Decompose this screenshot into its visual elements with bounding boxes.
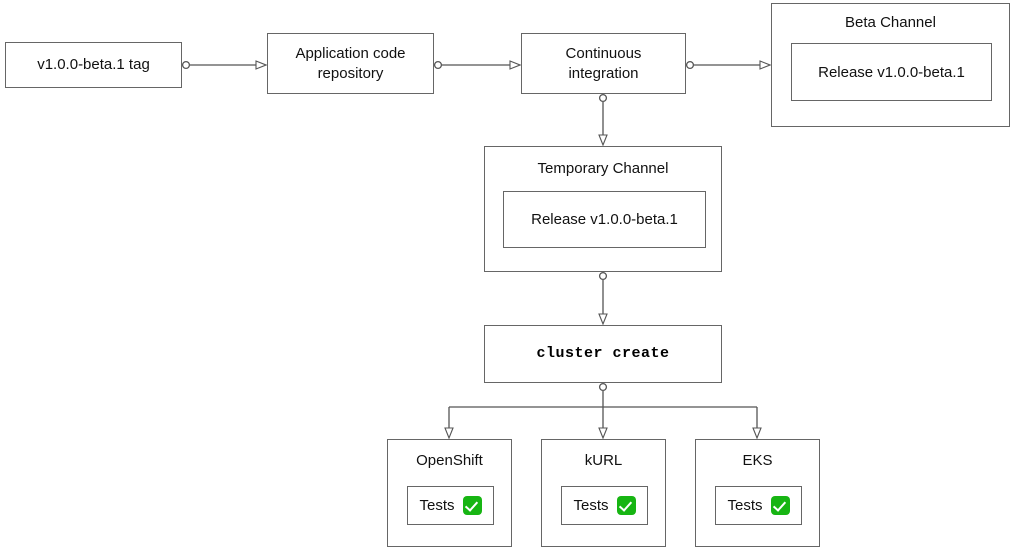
- openshift-tests-label: Tests: [419, 497, 455, 514]
- kurl-tests-label: Tests: [573, 497, 609, 514]
- temporary-channel-release-box[interactable]: Release v1.0.0-beta.1: [503, 191, 706, 248]
- kurl-tests-box[interactable]: Tests: [561, 486, 648, 525]
- temporary-channel-container[interactable]: Temporary Channel Release v1.0.0-beta.1: [484, 146, 722, 272]
- temporary-channel-release-label: Release v1.0.0-beta.1: [531, 211, 678, 228]
- version-tag-node[interactable]: v1.0.0-beta.1 tag: [5, 42, 182, 88]
- eks-container[interactable]: EKS Tests: [695, 439, 820, 547]
- cluster-create-node[interactable]: cluster create: [484, 325, 722, 383]
- eks-tests-box[interactable]: Tests: [715, 486, 802, 525]
- kurl-title: kURL: [584, 452, 623, 469]
- eks-tests-row: Tests: [727, 496, 790, 515]
- version-tag-label: v1.0.0-beta.1 tag: [37, 56, 150, 74]
- openshift-title: OpenShift: [416, 452, 483, 469]
- check-mark-icon: [616, 496, 636, 515]
- check-mark-icon: [770, 496, 790, 515]
- continuous-integration-label: Continuous integration: [565, 45, 642, 82]
- edge-temporary-channel-to-cluster-create: [600, 271, 607, 323]
- openshift-container[interactable]: OpenShift Tests: [387, 439, 512, 547]
- continuous-integration-node[interactable]: Continuous integration: [521, 33, 686, 94]
- eks-tests-label: Tests: [727, 497, 763, 514]
- kurl-container[interactable]: kURL Tests: [541, 439, 666, 547]
- edge-ci-to-temporary-channel: [600, 93, 607, 144]
- check-mark-icon: [462, 496, 482, 515]
- beta-channel-title: Beta Channel: [845, 14, 936, 31]
- kurl-tests-row: Tests: [573, 496, 636, 515]
- application-code-repository-node[interactable]: Application code repository: [267, 33, 434, 94]
- openshift-tests-box[interactable]: Tests: [407, 486, 494, 525]
- openshift-tests-row: Tests: [419, 496, 482, 515]
- beta-channel-container[interactable]: Beta Channel Release v1.0.0-beta.1: [771, 3, 1010, 127]
- edge-ci-to-beta-channel: [685, 62, 769, 69]
- edge-tag-to-repo: [181, 62, 265, 69]
- edge-repo-to-ci: [433, 62, 519, 69]
- application-code-repository-label: Application code repository: [295, 45, 406, 82]
- edge-cluster-create-branches: [449, 382, 757, 437]
- cluster-create-label: cluster create: [536, 345, 670, 363]
- beta-channel-release-label: Release v1.0.0-beta.1: [818, 63, 965, 81]
- eks-title: EKS: [742, 452, 773, 469]
- temporary-channel-title: Temporary Channel: [537, 160, 669, 177]
- beta-channel-release-box[interactable]: Release v1.0.0-beta.1: [791, 43, 992, 101]
